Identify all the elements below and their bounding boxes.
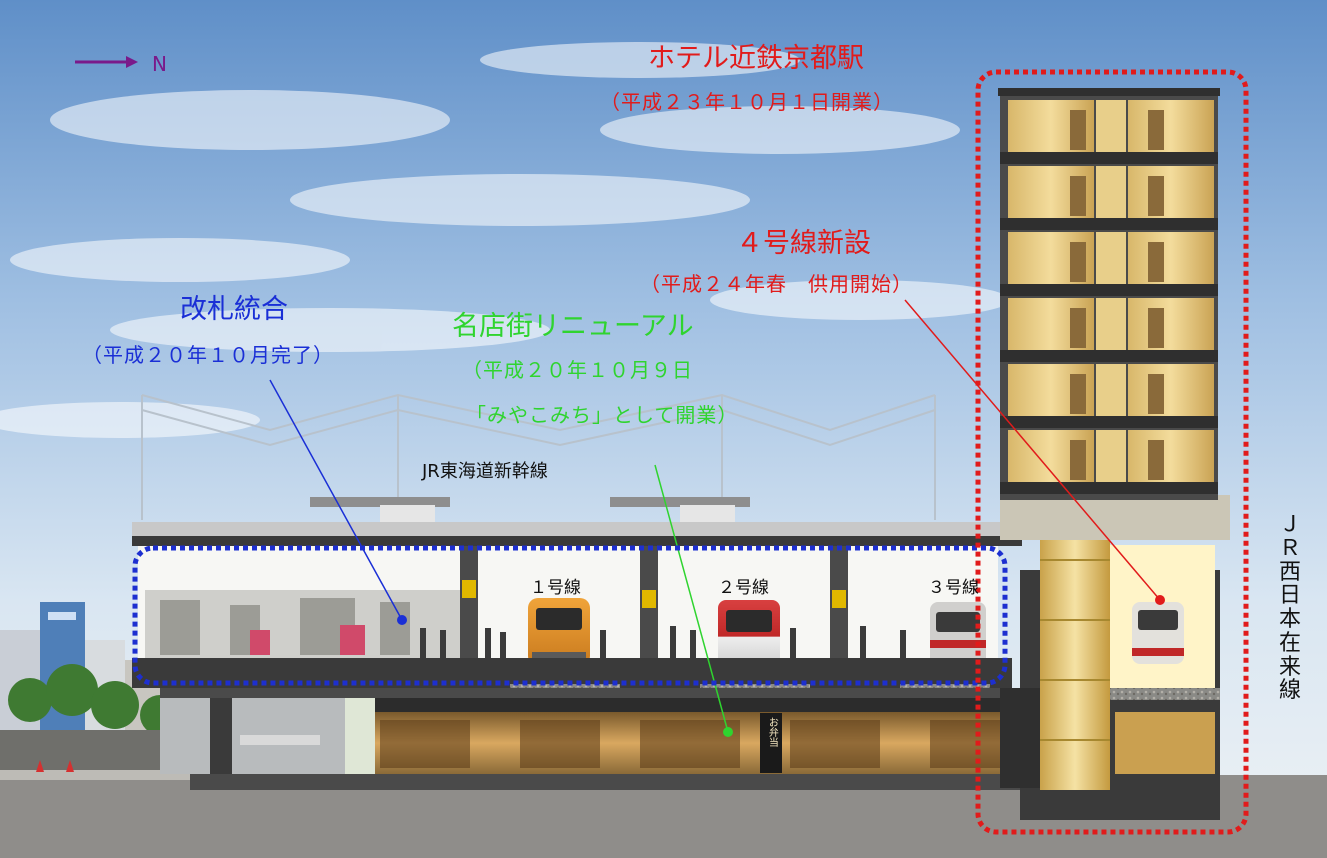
shop-sign-text: お弁当 <box>766 717 778 747</box>
meitengai-title: 名店街リニューアル <box>452 311 694 342</box>
hotel-floor <box>1000 166 1218 230</box>
platform-line2-label: ２号線 <box>718 578 769 598</box>
jr-west-char: 来 <box>1278 654 1301 680</box>
line4-title: ４号線新設 <box>736 228 871 259</box>
shop-sign: お弁当 <box>757 717 785 751</box>
north-label: N <box>152 52 167 76</box>
jr-west-label: Ｊ Ｒ 西 日 本 在 来 線 <box>1276 513 1304 703</box>
platform-line1-label: １号線 <box>530 578 581 598</box>
hotel-floor <box>1000 364 1218 428</box>
hotel-subtitle: （平成２３年１０月１日開業） <box>600 90 894 114</box>
hotel-floor <box>1000 298 1218 362</box>
platform-line3-label: ３号線 <box>928 578 979 598</box>
jr-west-char: 西 <box>1278 559 1301 585</box>
hotel-floor <box>1000 100 1218 164</box>
shinkansen-label: JR東海道新幹線 <box>422 461 548 482</box>
jr-west-char: 線 <box>1278 678 1301 704</box>
jr-west-char: 日 <box>1278 583 1301 609</box>
gates-subtitle: （平成２０年１０月完了） <box>82 343 334 367</box>
jr-west-char: Ｊ <box>1278 512 1301 537</box>
jr-west-char: Ｒ <box>1278 535 1301 561</box>
line4-subtitle: （平成２４年春 供用開始） <box>640 272 913 296</box>
meitengai-subtitle-1: （平成２０年１０月９日 <box>462 358 693 382</box>
meitengai-subtitle-2: 「みやこみち」として開業） <box>466 403 739 427</box>
gates-title: 改札統合 <box>180 294 288 325</box>
hotel-floor <box>1000 430 1218 494</box>
jr-west-char: 在 <box>1278 630 1301 656</box>
hotel-title: ホテル近鉄京都駅 <box>648 43 864 74</box>
jr-west-char: 本 <box>1278 607 1301 632</box>
hotel-floor <box>1000 232 1218 296</box>
